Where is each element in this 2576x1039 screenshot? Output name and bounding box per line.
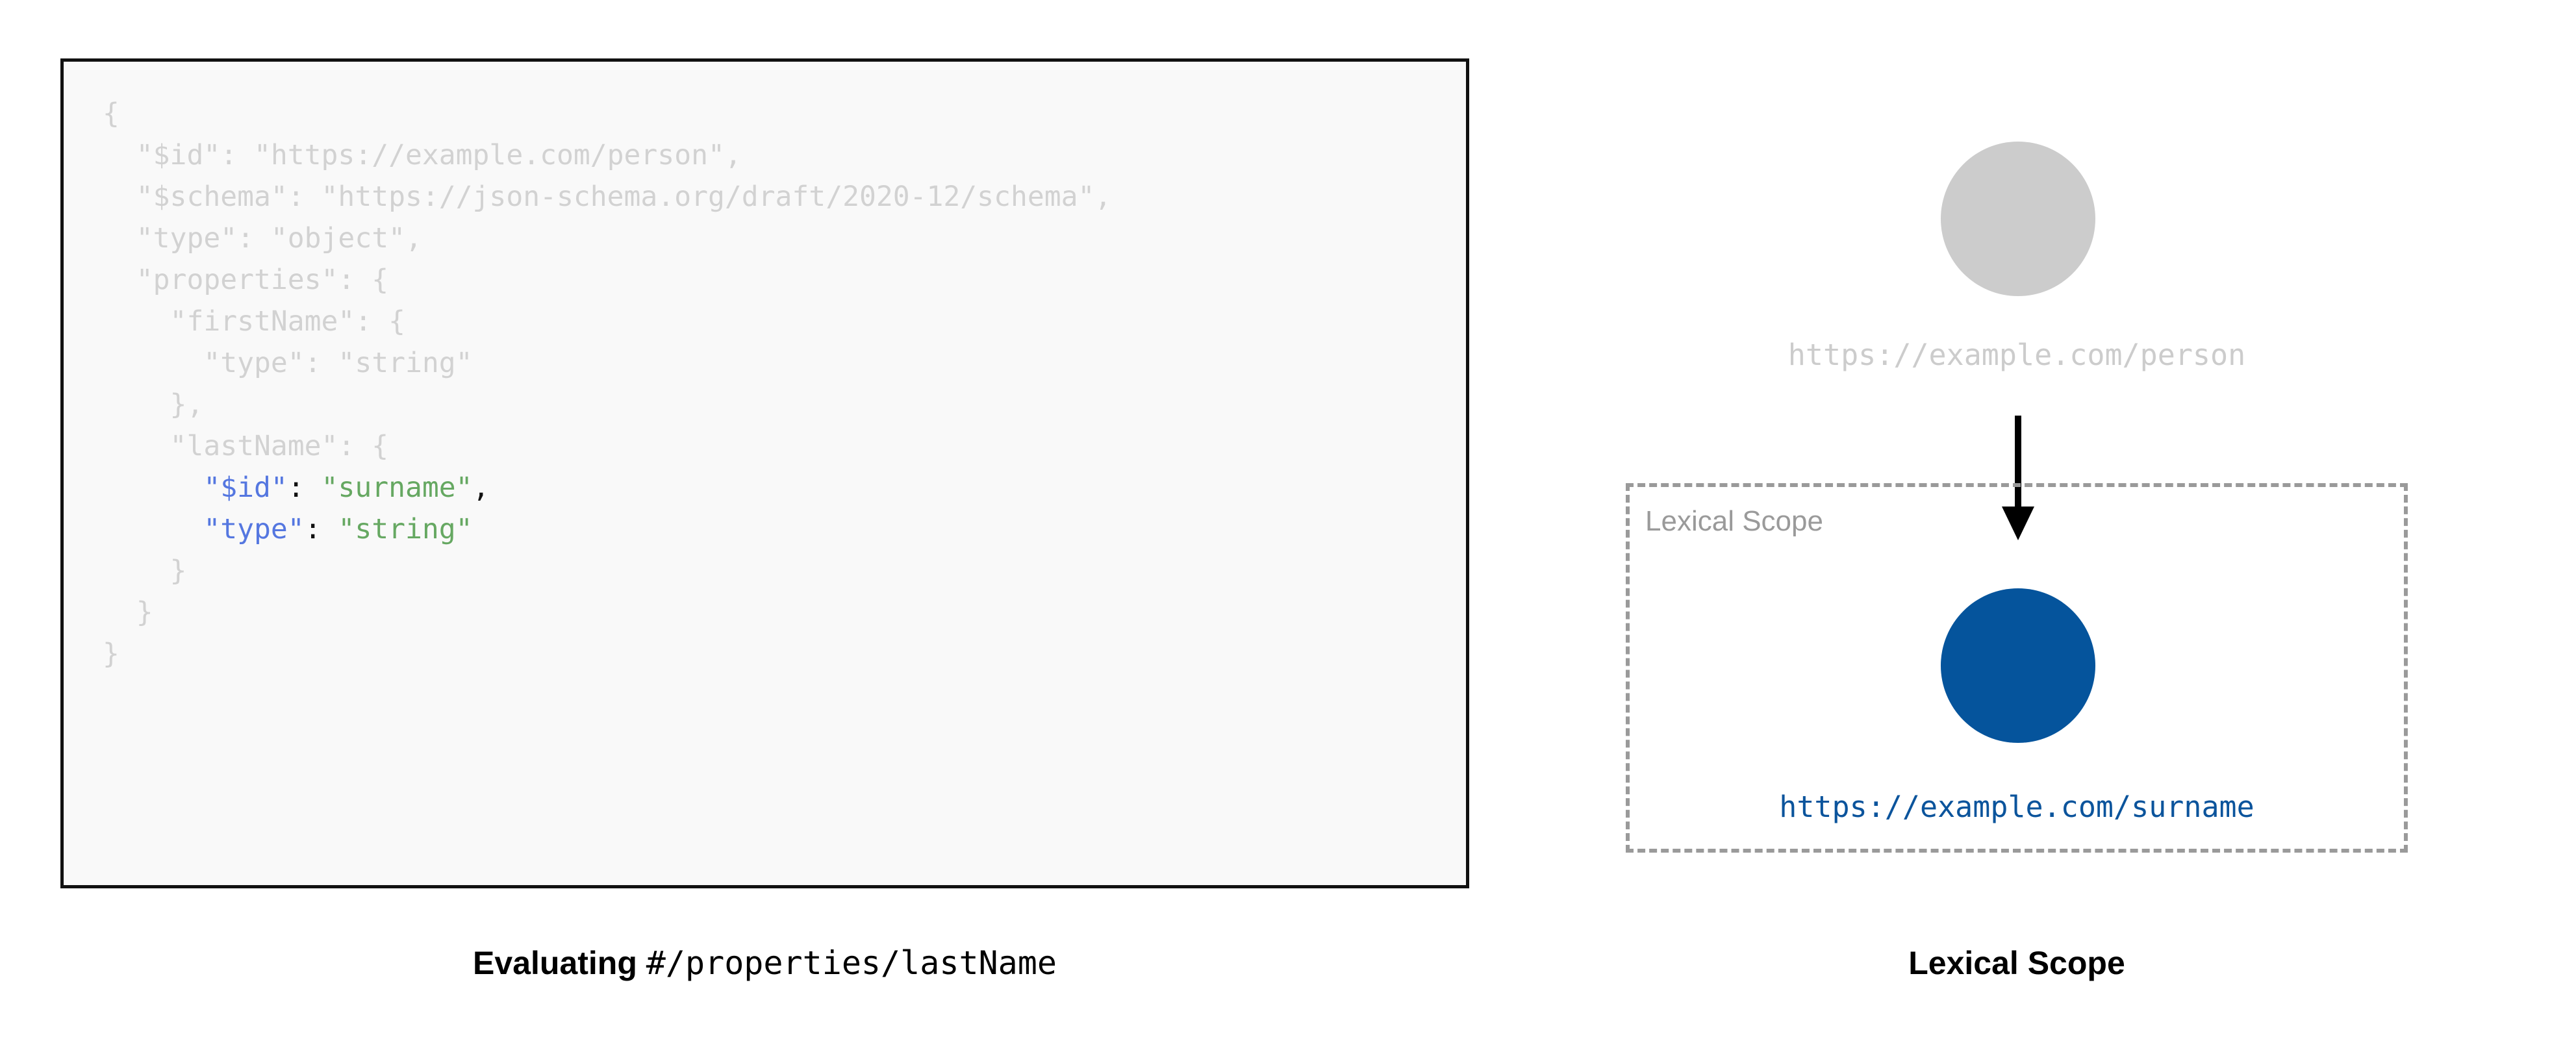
code-token: "firstName": { — [103, 305, 405, 338]
code-token: } — [103, 596, 153, 629]
code-line: "type": "object", — [103, 218, 1111, 259]
lexical-scope-box — [1626, 483, 2408, 853]
code-token: "type" — [203, 513, 305, 545]
code-token: }, — [103, 388, 204, 421]
code-token: } — [103, 638, 120, 670]
code-line: } — [103, 633, 1111, 675]
inner-scope-node-circle — [1941, 588, 2095, 743]
caption-left-pointer: #/properties/lastName — [646, 944, 1057, 982]
code-panel: { "$id": "https://example.com/person", "… — [60, 58, 1469, 888]
code-token: "properties": { — [103, 264, 389, 296]
code-token: "surname" — [321, 471, 473, 504]
code-line: } — [103, 592, 1111, 633]
code-token: "type": "object", — [103, 222, 422, 255]
code-line: "type": "string" — [103, 508, 1111, 550]
code-token: { — [103, 97, 120, 130]
code-line: "type": "string" — [103, 342, 1111, 384]
code-line: "lastName": { — [103, 425, 1111, 467]
caption-left-bold: Evaluating — [473, 945, 637, 981]
code-token: "$schema": "https://json-schema.org/draf… — [103, 181, 1112, 213]
code-token: } — [103, 555, 187, 587]
code-token: "string" — [338, 513, 473, 545]
scope-arrow-icon — [2002, 416, 2034, 540]
code-token: , — [472, 471, 490, 504]
code-token: "$id": "https://example.com/person", — [103, 139, 742, 171]
code-line: "$id": "https://example.com/person", — [103, 134, 1111, 176]
code-line: "$schema": "https://json-schema.org/draf… — [103, 176, 1112, 218]
code-listing: { "$id": "https://example.com/person", "… — [103, 93, 1111, 675]
code-line: } — [103, 550, 1111, 592]
code-token: : — [304, 513, 338, 545]
outer-scope-node-label: https://example.com/person — [1787, 338, 2246, 372]
code-line: "$id": "surname", — [103, 467, 1111, 508]
code-token: "type": "string" — [103, 347, 473, 379]
code-token: "$id" — [203, 471, 288, 504]
code-line: "properties": { — [103, 259, 1111, 301]
code-line: "firstName": { — [103, 301, 1111, 342]
inner-scope-node-label: https://example.com/surname — [1779, 790, 2254, 824]
lexical-scope-box-label: Lexical Scope — [1645, 505, 1823, 537]
caption-left: Evaluating #/properties/lastName — [60, 940, 1469, 986]
outer-scope-node-circle — [1941, 142, 2095, 296]
caption-right-text: Lexical Scope — [1908, 945, 2125, 981]
code-line: { — [103, 93, 1111, 134]
caption-right: Lexical Scope — [1626, 940, 2408, 986]
code-token: "lastName": { — [103, 430, 389, 462]
code-token: : — [287, 471, 322, 504]
code-line: }, — [103, 384, 1111, 425]
